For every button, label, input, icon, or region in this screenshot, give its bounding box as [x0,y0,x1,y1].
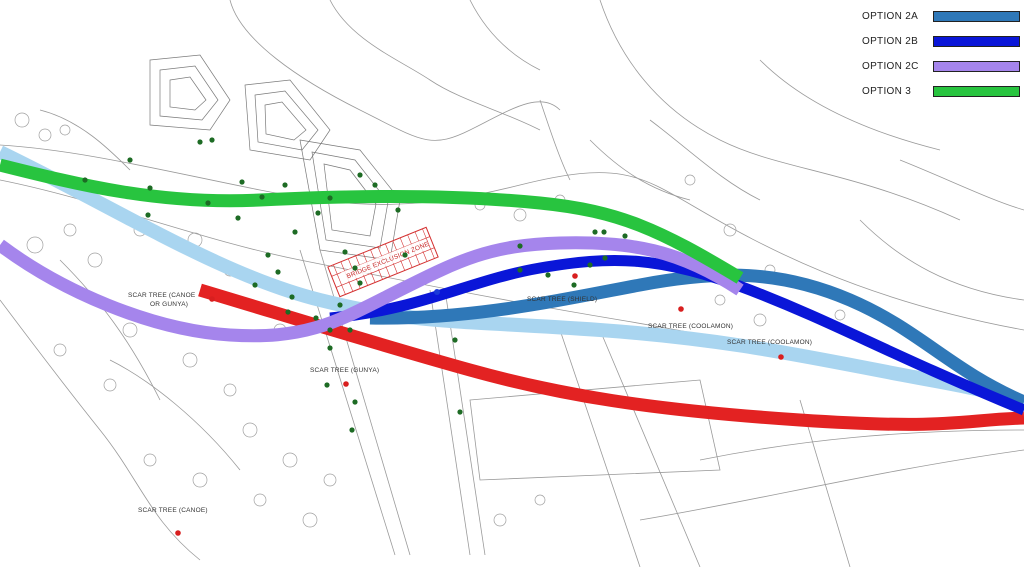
label-scar-canoe-gunya-line1: SCAR TREE (CANOE [128,292,196,299]
contour-mounds [149,54,401,261]
vegetation-marker [289,294,295,300]
legend-item-option-2a: OPTION 2A [850,4,1020,28]
vegetation-marker [145,212,151,218]
label-scar-canoe-gunya-line2: OR GUNYA) [150,301,188,308]
legend-label-option-3: OPTION 3 [862,85,912,97]
vegetation-marker [601,229,607,235]
vegetation-marker [457,409,463,415]
label-scar-shield: SCAR TREE (SHIELD) [527,296,597,303]
vegetation-marker [352,399,358,405]
vegetation-marker [327,345,333,351]
vegetation-marker [209,137,215,143]
vegetation-marker [82,177,88,183]
vegetation-marker [313,315,319,321]
legend-swatch-option-3 [932,85,1020,97]
vegetation-marker [517,267,523,273]
vegetation-marker [349,427,355,433]
tree-symbols [14,112,846,528]
scar-tree-marker [343,381,349,387]
vegetation-marker [324,382,330,388]
vegetation-marker [292,229,298,235]
label-scar-coolamon-1: SCAR TREE (COOLAMON) [648,323,733,330]
vegetation-marker [197,139,203,145]
label-scar-coolamon-2: SCAR TREE (COOLAMON) [727,339,812,346]
vegetation-marker [327,195,333,201]
scar-tree-marker [209,296,215,302]
legend-label-option-2b: OPTION 2B [862,35,919,47]
scar-tree-marker [678,306,684,312]
vegetation-marker [127,157,133,163]
vegetation-marker [372,182,378,188]
vegetation-marker [602,255,608,261]
route-option-3 [0,158,744,284]
legend-item-option-2b: OPTION 2B [850,29,1020,53]
vegetation-marker [239,179,245,185]
label-scar-gunya: SCAR TREE (GUNYA) [310,367,379,374]
route-option-2c [0,236,744,343]
vegetation-marker [259,194,265,200]
vegetation-marker [357,280,363,286]
scar-tree-marker [778,354,784,360]
label-scar-canoe: SCAR TREE (CANOE) [138,507,208,514]
vegetation-marker [147,185,153,191]
vegetation-marker [622,233,628,239]
vegetation-marker [337,302,343,308]
vegetation-marker [327,327,333,333]
route-option-2b [329,254,1024,416]
vegetation-marker [275,269,281,275]
vegetation-marker [285,309,291,315]
scar-tree-marker [175,530,181,536]
vegetation-marker [315,210,321,216]
vegetation-marker [402,252,408,258]
vegetation-marker [452,337,458,343]
legend-swatch-option-2b [932,35,1020,47]
vegetation-marker [252,282,258,288]
vegetation-marker [587,262,593,268]
vegetation-marker [357,172,363,178]
vegetation-marker [545,272,551,278]
scar-tree-markers [175,273,784,536]
vegetation-marker [235,215,241,221]
vegetation-marker [282,182,288,188]
legend-item-option-2c: OPTION 2C [850,54,1020,78]
vegetation-marker [571,282,577,288]
vegetation-marker [342,249,348,255]
vegetation-markers [82,137,628,433]
legend-label-option-2c: OPTION 2C [862,60,919,72]
legend-swatch-option-2a [932,10,1020,22]
scar-tree-marker [572,273,578,279]
vegetation-marker [205,200,211,206]
vegetation-marker [265,252,271,258]
route-options [0,145,1024,431]
route-red [198,283,1024,431]
legend-item-option-3: OPTION 3 [850,79,1020,103]
vegetation-marker [347,327,353,333]
vegetation-marker [395,207,401,213]
vegetation-marker [517,243,523,249]
blue-point-marker [434,289,440,295]
vegetation-marker [592,229,598,235]
legend-swatch-option-2c [932,60,1020,72]
legend-label-option-2a: OPTION 2A [862,10,919,22]
vegetation-marker [352,265,358,271]
route-legend: OPTION 2A OPTION 2B OPTION 2C OPTION 3 [850,4,1020,104]
